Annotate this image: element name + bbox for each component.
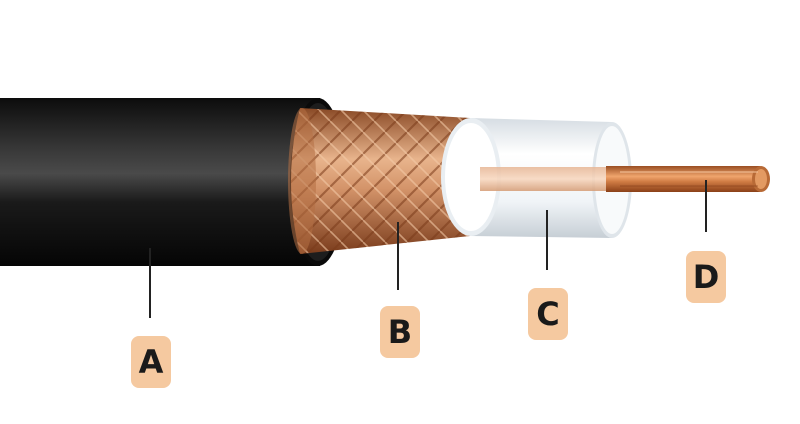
label-a: A <box>131 336 171 388</box>
braided-shield <box>288 108 470 254</box>
core-inside-insulator <box>480 167 612 191</box>
label-d: D <box>686 251 726 303</box>
label-c: C <box>528 288 568 340</box>
copper-core <box>606 166 770 192</box>
label-b: B <box>380 306 420 358</box>
